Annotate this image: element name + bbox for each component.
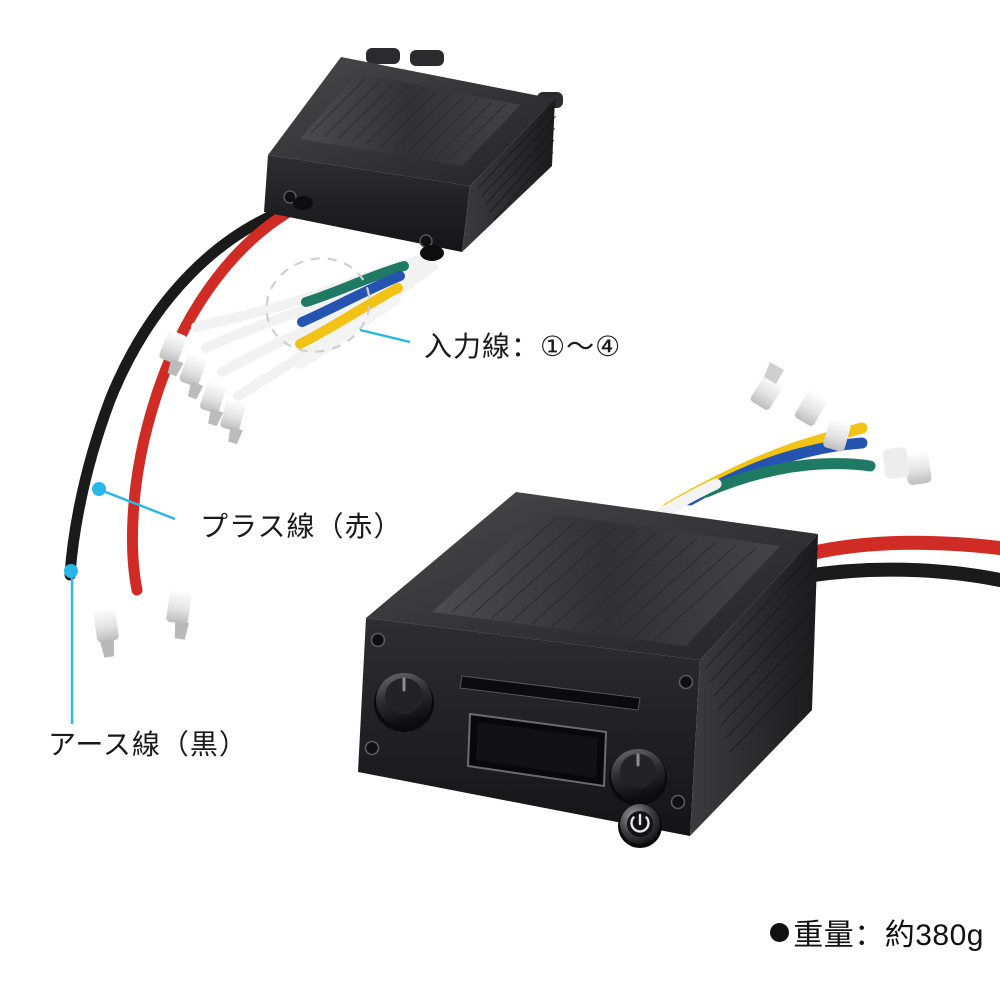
input-lines-highlight (265, 257, 371, 353)
label-plus-line: プラス線（赤） (200, 511, 403, 542)
device-rear-view (64, 48, 563, 658)
power-button (618, 804, 662, 848)
knob-left (374, 673, 434, 732)
weight-text: 重量：約380g (793, 919, 984, 952)
knob-right (609, 749, 667, 806)
weight-note: 重量：約380g (770, 910, 984, 954)
label-input-lines: 入力線：①〜④ (424, 331, 622, 362)
label-ground-line: アース線（黒） (48, 729, 248, 760)
bullet-dot-icon (770, 922, 790, 942)
device-front-view (358, 362, 1000, 848)
callout-lines (70, 328, 411, 724)
